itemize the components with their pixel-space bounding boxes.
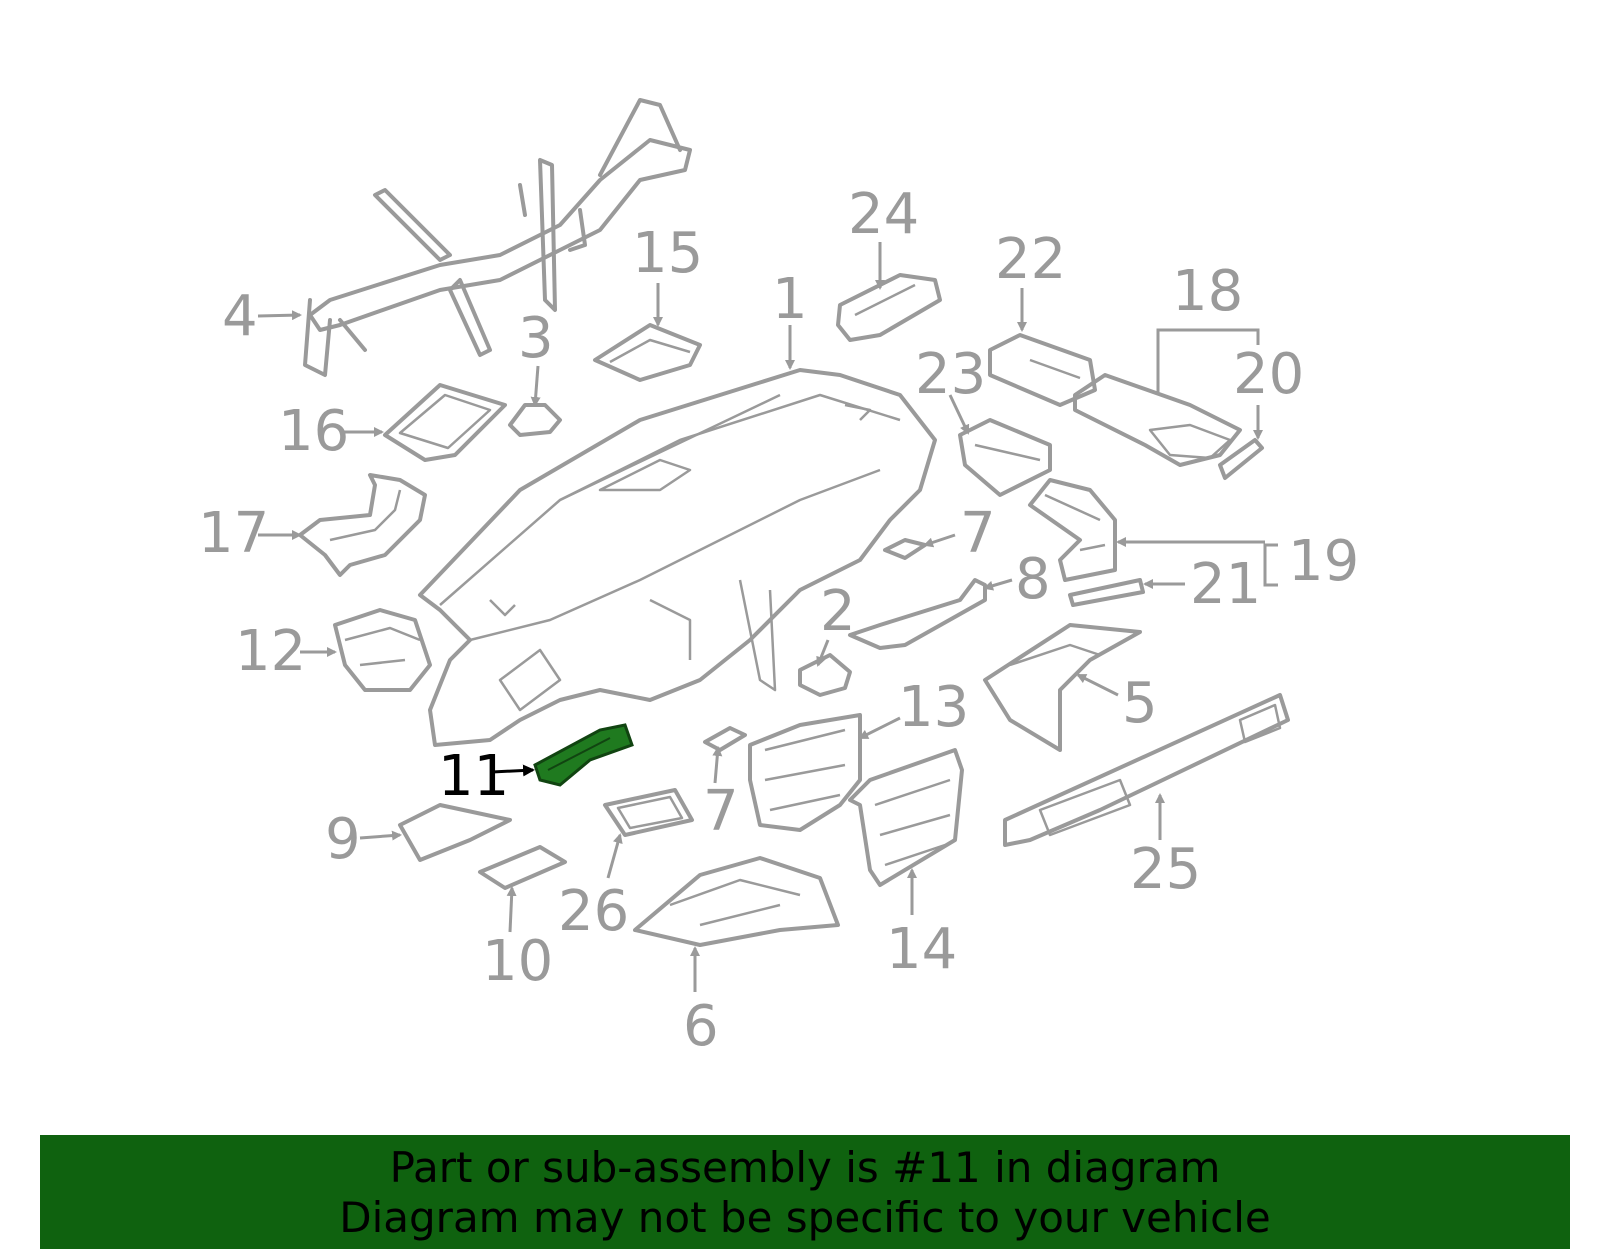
callout-2: 2: [820, 579, 856, 644]
part-13-radio-housing[interactable]: [748, 713, 862, 832]
part-7a-clip[interactable]: [883, 538, 927, 560]
callout-12: 12: [235, 619, 306, 684]
footer-line-1: Part or sub-assembly is #11 in diagram: [389, 1143, 1221, 1192]
callout-1: 1: [772, 267, 808, 332]
part-16-panel[interactable]: [383, 383, 507, 462]
callout-22: 22: [995, 227, 1066, 292]
part-17-duct[interactable]: [298, 473, 427, 577]
callout-labels: 1 2 3 4 5 6 7 7 8 9 10 11 12 13 14 15 16…: [198, 182, 1359, 1059]
callout-24: 24: [848, 182, 919, 247]
callout-4: 4: [222, 284, 258, 349]
callout-25: 25: [1130, 837, 1201, 902]
callout-3: 3: [518, 306, 554, 371]
part-15-cover[interactable]: [593, 323, 702, 382]
part-21-trim[interactable]: [1068, 578, 1145, 607]
part-19-vent[interactable]: [1028, 478, 1117, 582]
part-6-console[interactable]: [633, 856, 840, 947]
part-24-airbag[interactable]: [836, 273, 942, 342]
part-26-pad[interactable]: [603, 788, 694, 837]
footer-line-2: Diagram may not be specific to your vehi…: [339, 1193, 1271, 1242]
part-25-trim-strip[interactable]: [1003, 693, 1290, 847]
callout-18: 18: [1172, 259, 1243, 324]
callout-21: 21: [1190, 552, 1261, 617]
part-5-glovebox[interactable]: [983, 623, 1142, 752]
part-11-highlighted[interactable]: [533, 723, 634, 787]
callout-20: 20: [1233, 342, 1304, 407]
part-22-compartment[interactable]: [988, 333, 1097, 407]
part-10-pad[interactable]: [478, 845, 567, 890]
part-4-frame[interactable]: [303, 98, 692, 377]
callout-7a: 7: [960, 501, 996, 566]
callout-17: 17: [198, 501, 269, 566]
callout-7b: 7: [703, 779, 739, 844]
callout-26: 26: [558, 879, 629, 944]
part-14-control-panel[interactable]: [848, 748, 964, 887]
callout-9: 9: [325, 807, 361, 872]
callout-19: 19: [1288, 529, 1359, 594]
part-23-housing[interactable]: [958, 418, 1052, 497]
callout-5: 5: [1122, 671, 1158, 736]
part-8-bracket[interactable]: [848, 578, 987, 650]
callout-23: 23: [915, 342, 986, 407]
part-2-bracket[interactable]: [798, 653, 852, 697]
callout-13: 13: [898, 675, 969, 740]
footer-banner: Part or sub-assembly is #11 in diagram D…: [40, 1135, 1570, 1249]
part-12-housing[interactable]: [333, 608, 432, 692]
callout-15: 15: [632, 221, 703, 286]
part-1-instrument-panel[interactable]: [418, 368, 937, 747]
callout-6: 6: [683, 994, 719, 1059]
part-18-cup-holder[interactable]: [1073, 373, 1242, 467]
callout-8: 8: [1015, 547, 1051, 612]
callout-10: 10: [482, 929, 553, 994]
callout-16: 16: [278, 399, 349, 464]
part-3-bracket[interactable]: [508, 403, 562, 437]
callout-14: 14: [886, 917, 957, 982]
part-20-trim[interactable]: [1218, 438, 1264, 480]
leader-lines: [257, 242, 1278, 992]
part-9-cover[interactable]: [398, 803, 512, 862]
callout-11: 11: [438, 744, 509, 809]
part-7b-clip[interactable]: [703, 726, 747, 752]
